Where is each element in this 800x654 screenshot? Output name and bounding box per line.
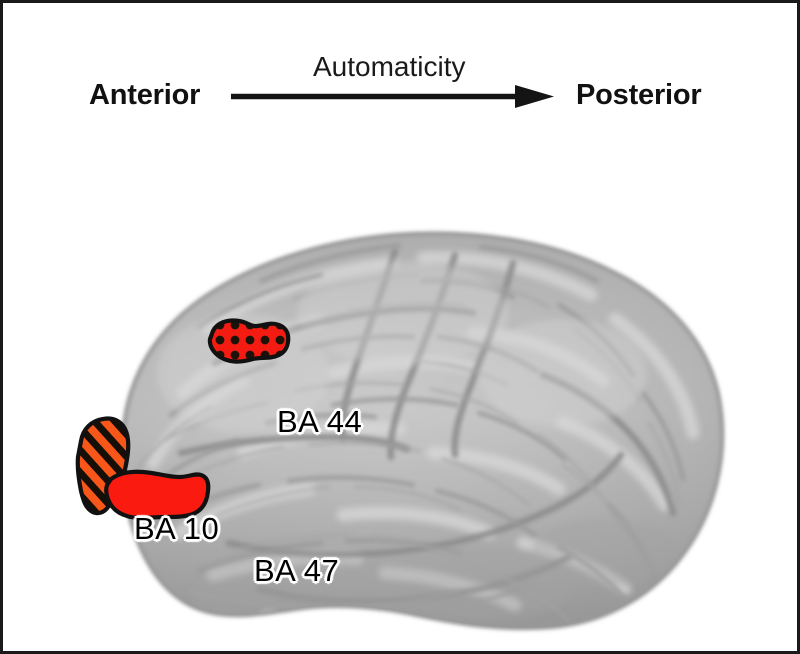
automaticity-axis: Anterior Automaticity Posterior — [3, 3, 797, 133]
region-label-ba47: BA 47 — [254, 553, 340, 588]
cortex-outline — [120, 231, 725, 631]
axis-label-automaticity: Automaticity — [313, 51, 466, 82]
axis-label-posterior: Posterior — [576, 79, 702, 111]
brain-image: BA 44 BA 10 BA 47 — [3, 123, 797, 651]
region-patch-ba47[interactable] — [104, 469, 211, 520]
region-label-ba44: BA 44 — [277, 404, 363, 439]
region-patch-ba44[interactable] — [207, 318, 291, 364]
region-label-ba10: BA 10 — [134, 511, 220, 546]
cortex-folds — [122, 233, 723, 629]
axis-label-anterior: Anterior — [89, 79, 201, 111]
right-arrow-icon — [231, 85, 554, 108]
brain-surface-render — [75, 231, 725, 631]
